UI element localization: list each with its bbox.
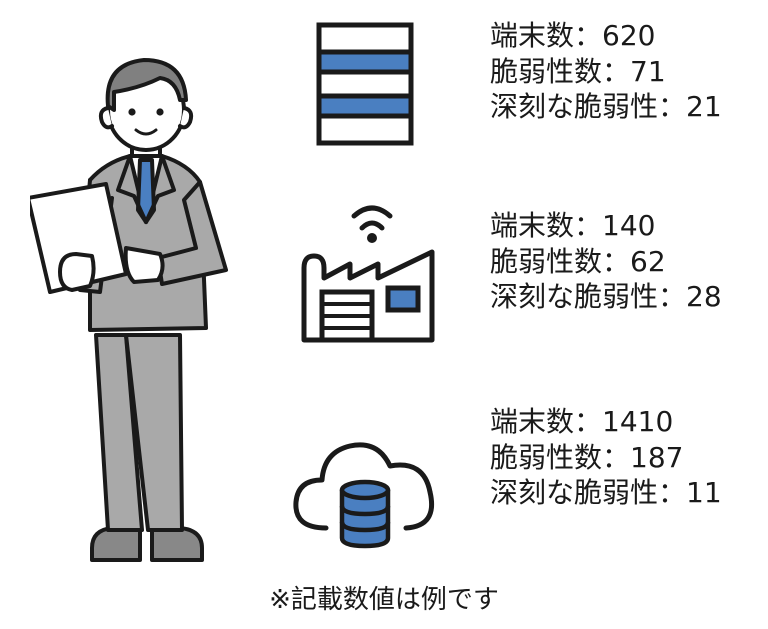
stats-group-server: 端末数：620 脆弱性数：71 深刻な脆弱性：21 [490, 18, 722, 125]
terminal-count: 端末数：620 [490, 19, 656, 52]
critical-vulnerability-count: 深刻な脆弱性：21 [490, 90, 722, 123]
stats-group-cloud: 端末数：1410 脆弱性数：187 深刻な脆弱性：11 [490, 404, 722, 511]
critical-vulnerability-count: 深刻な脆弱性：11 [490, 476, 722, 509]
factory-wifi-icon [301, 205, 435, 343]
vulnerability-count: 脆弱性数：71 [490, 54, 666, 88]
cloud-database-icon [293, 442, 434, 549]
terminal-count: 端末数：140 [490, 209, 656, 242]
businessman-with-tablet-icon [30, 58, 228, 562]
disclaimer-note: ※記載数値は例です [269, 585, 499, 615]
server-rack-icon [316, 22, 414, 146]
critical-vulnerability-count: 深刻な脆弱性：28 [490, 280, 722, 313]
vulnerability-count: 脆弱性数：62 [490, 244, 666, 278]
vulnerability-count: 脆弱性数：187 [490, 440, 684, 474]
terminal-count: 端末数：1410 [490, 405, 674, 438]
stats-group-factory: 端末数：140 脆弱性数：62 深刻な脆弱性：28 [490, 208, 722, 315]
